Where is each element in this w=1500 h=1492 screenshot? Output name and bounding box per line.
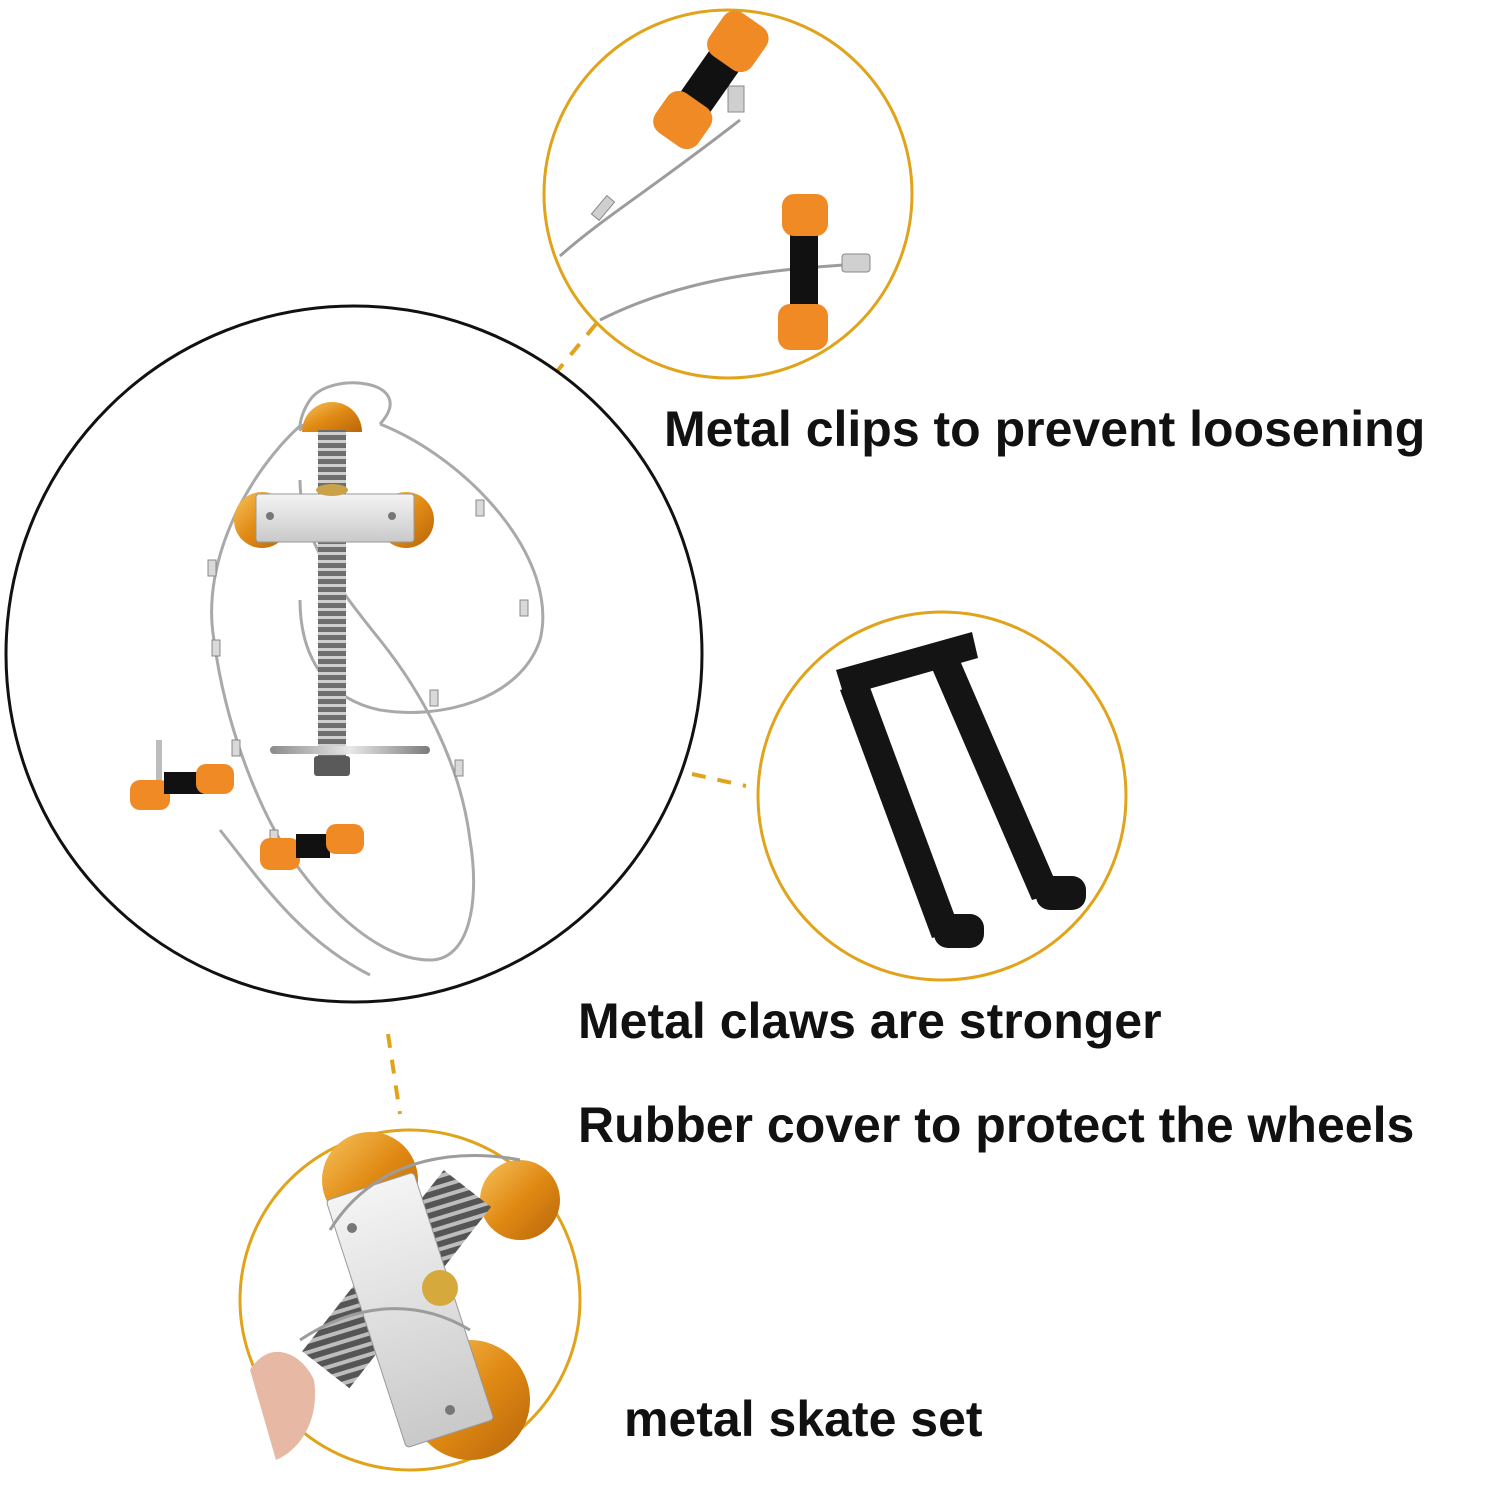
- caption-rubber-cover: Rubber cover to protect the wheels: [578, 1097, 1415, 1153]
- limb-clip-icon: [542, 8, 914, 380]
- caption-metal-clips: Metal clips to prevent loosening: [664, 401, 1426, 457]
- claw-bracket-icon: [756, 610, 1128, 982]
- connector-lines: [386, 322, 747, 1115]
- caption-metal-claws: Metal claws are stronger: [578, 993, 1162, 1049]
- bow-press-product-icon: [4, 304, 704, 1004]
- caption-skate-set: metal skate set: [624, 1391, 983, 1447]
- skate-wheel-icon: [238, 1128, 582, 1472]
